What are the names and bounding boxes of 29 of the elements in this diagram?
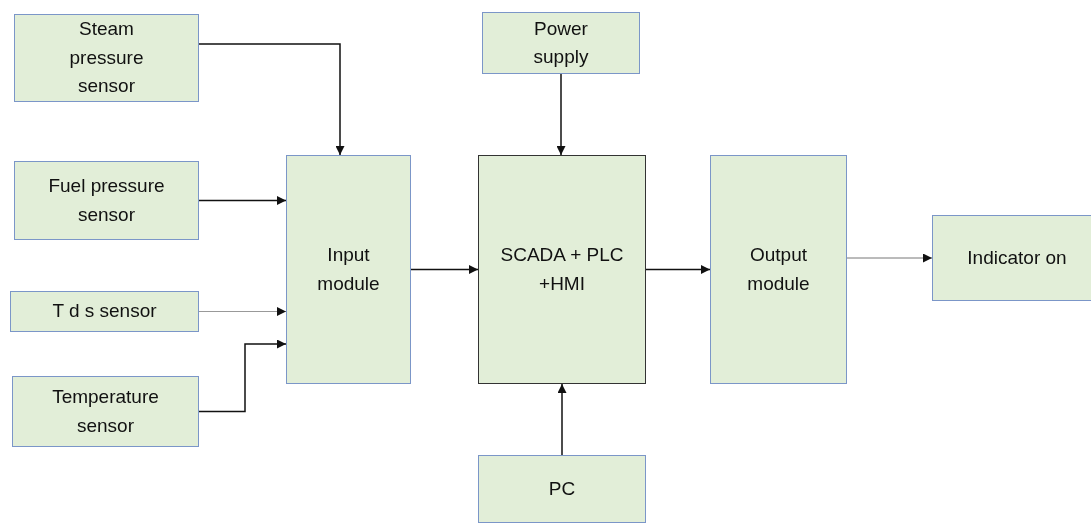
- arrow: [556, 73, 566, 156]
- box-label: PC: [548, 476, 576, 501]
- process-box: [14, 161, 199, 240]
- box-label: Fuel pressure sensor: [47, 174, 166, 227]
- process-box: [478, 455, 646, 523]
- box-label: Temperature sensor: [51, 385, 160, 438]
- box-label: Steam pressure sensor: [68, 17, 145, 99]
- arrow: [846, 253, 933, 263]
- process-box: [10, 291, 199, 332]
- process-box: [932, 215, 1091, 301]
- process-box: [482, 12, 640, 74]
- box-label: Power supply: [532, 16, 590, 69]
- box-label: Indicator on: [967, 245, 1067, 270]
- arrow: [410, 265, 479, 274]
- arrow: [557, 383, 567, 456]
- process-box: [12, 376, 199, 447]
- arrow: [198, 43, 345, 156]
- box-label: T d s sensor: [52, 299, 157, 324]
- box-label: Input module: [316, 243, 381, 296]
- process-box: [14, 14, 199, 102]
- process-box: [478, 155, 646, 384]
- process-box: [286, 155, 411, 384]
- arrow: [198, 339, 287, 413]
- arrow: [645, 265, 711, 274]
- process-box: [710, 155, 847, 384]
- arrow: [198, 196, 287, 205]
- box-label: SCADA + PLC +HMI: [499, 243, 625, 296]
- box-label: Output module: [746, 243, 811, 296]
- arrow: [198, 307, 287, 316]
